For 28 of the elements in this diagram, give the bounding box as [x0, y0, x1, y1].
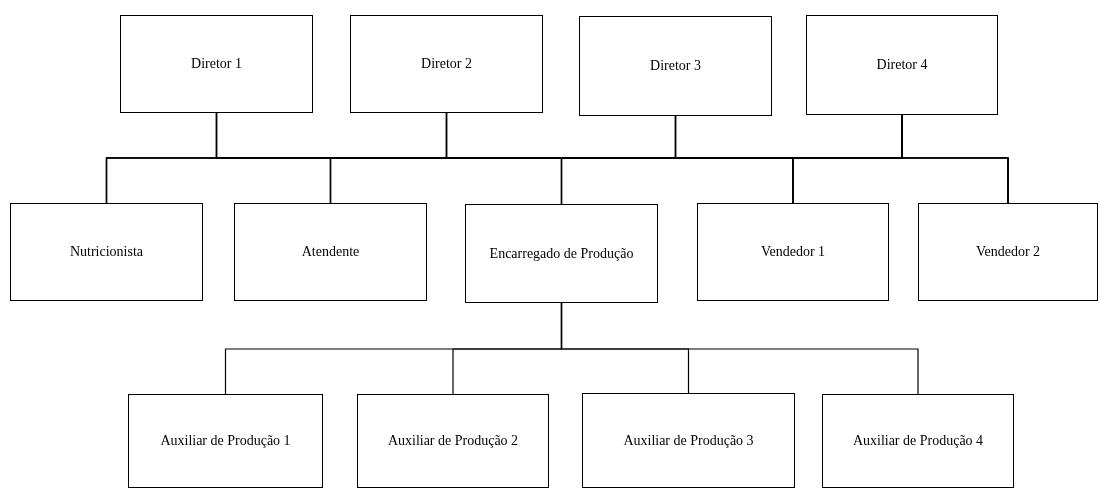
org-box [234, 203, 427, 301]
role-label: Diretor 2 [420, 56, 473, 72]
org-box [582, 393, 795, 488]
org-box [579, 16, 772, 116]
role-label: Auxiliar de Produção 2 [386, 433, 520, 449]
connector-line [901, 114, 1009, 204]
role-label: Encarregado de Produção [488, 245, 635, 262]
role-label: Auxiliar de Produção 1 [159, 433, 292, 449]
role-label: Vendedor 1 [759, 244, 827, 260]
role-label: Atendente [300, 244, 361, 260]
org-box [128, 394, 323, 488]
org-box [10, 203, 203, 301]
org-box [918, 203, 1098, 301]
org-box [357, 394, 549, 488]
role-label: Auxiliar de Produção 4 [851, 433, 985, 449]
org-box [350, 15, 543, 113]
org-box [120, 15, 313, 113]
role-label: Diretor 1 [190, 56, 243, 72]
org-box [806, 15, 998, 115]
org-box [465, 204, 658, 303]
connector-line [560, 302, 919, 395]
role-label: Auxiliar de Produção 3 [622, 432, 755, 449]
org-box [822, 394, 1014, 488]
role-label: Diretor 3 [649, 58, 702, 74]
role-label: Diretor 4 [875, 57, 929, 73]
role-label: Nutricionista [68, 244, 145, 260]
org-box [697, 203, 889, 301]
role-label: Vendedor 2 [974, 244, 1042, 260]
